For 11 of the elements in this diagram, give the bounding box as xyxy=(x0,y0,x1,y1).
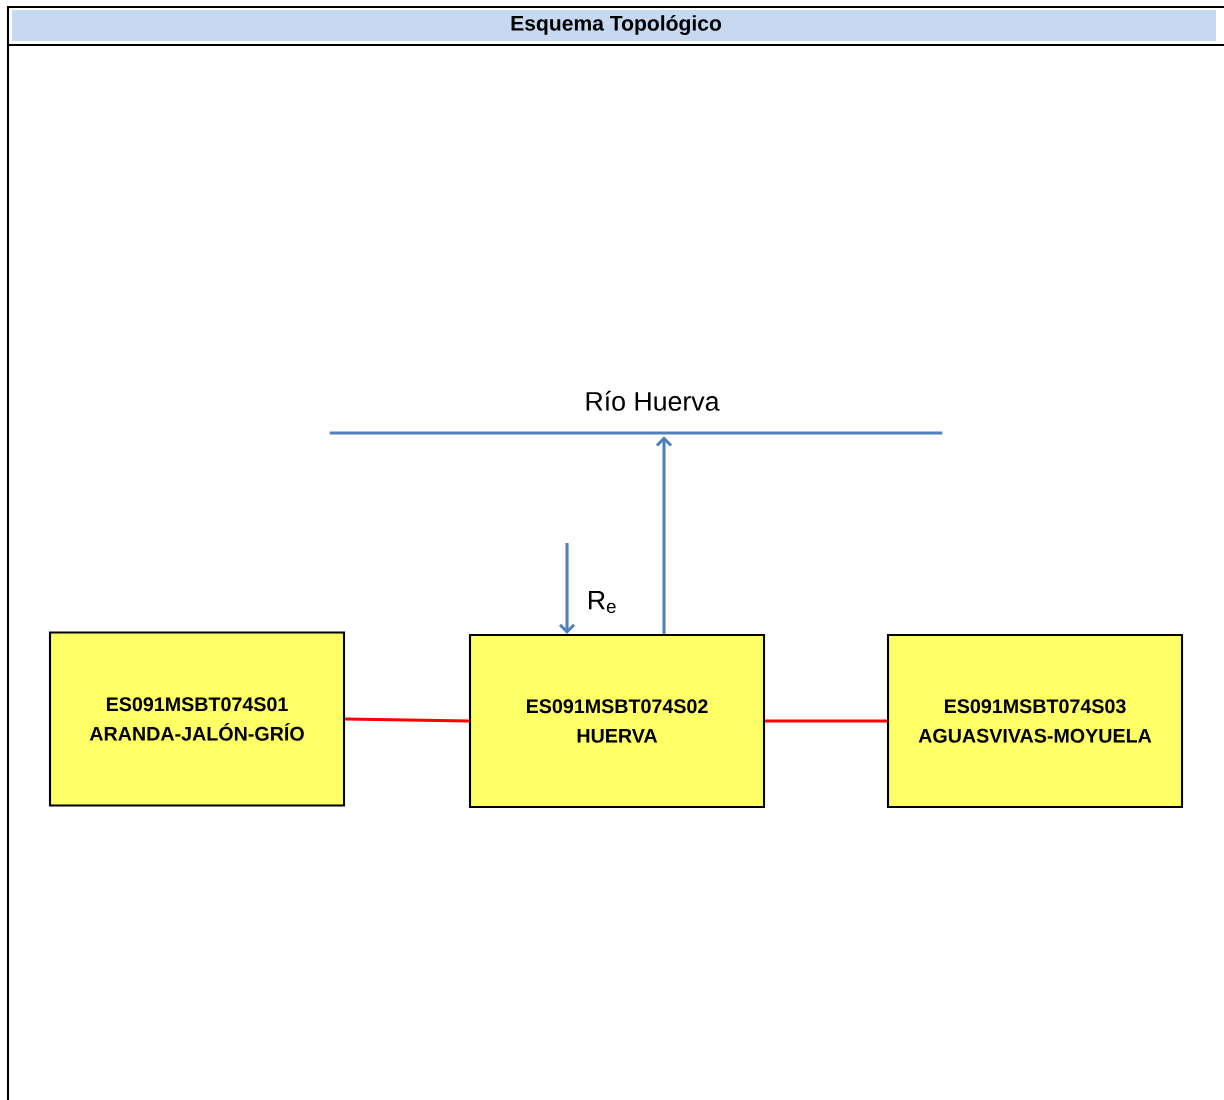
river-line xyxy=(329,431,943,435)
water-body-box: ES091MSBT074S01 ARANDA-JALÓN-GRÍO xyxy=(48,631,346,807)
edge-label: R$_{e}$ xyxy=(589,590,616,614)
arrow xyxy=(558,543,576,634)
connector-line xyxy=(765,719,887,723)
connector-line xyxy=(345,717,469,723)
river-label: Río Huerva xyxy=(586,390,720,411)
title: Esquema Topológico xyxy=(511,15,722,35)
water-body-box: ES091MSBT074S02 HUERVA xyxy=(468,633,766,809)
arrow xyxy=(655,436,673,634)
water-body-box: ES091MSBT074S03 AGUASVIVAS-MOYUELA xyxy=(886,633,1184,809)
